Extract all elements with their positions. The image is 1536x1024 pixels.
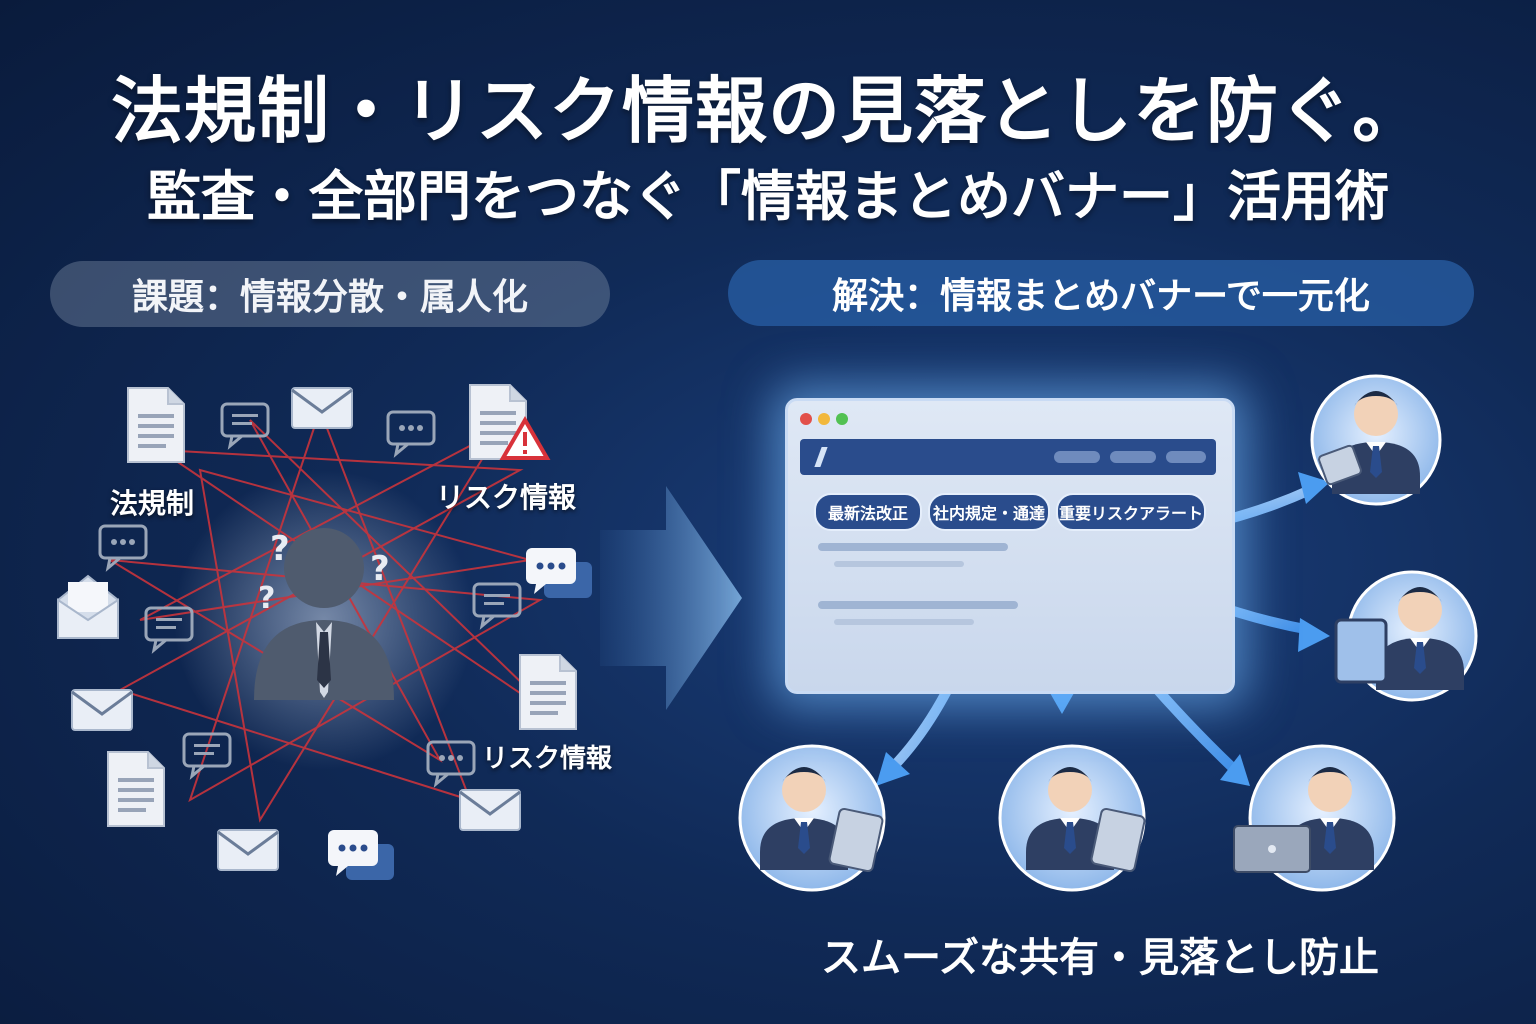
footer-caption: スムーズな共有・見落とし防止 xyxy=(821,935,1379,981)
minimize-dot-icon xyxy=(818,413,830,425)
info-label: リスク情報 xyxy=(436,481,577,514)
chat-bubble-icon xyxy=(386,410,436,456)
mail-icon xyxy=(290,386,354,430)
document-icon xyxy=(127,387,185,463)
banner-content-line xyxy=(818,601,1018,609)
info-banner-window: 最新法改正 社内規定・通達 重要リスクアラート xyxy=(785,398,1235,694)
mail-icon xyxy=(458,788,522,832)
chat-icon xyxy=(328,830,394,880)
banner-header-bar xyxy=(800,439,1216,475)
scattered-info-cluster: ? ? ? xyxy=(57,384,592,880)
menu-pill[interactable] xyxy=(1166,451,1206,463)
menu-pill[interactable] xyxy=(1110,451,1156,463)
document-icon xyxy=(519,654,577,730)
question-mark-icon: ? xyxy=(258,581,275,616)
user-avatar xyxy=(1334,570,1478,702)
question-mark-icon: ? xyxy=(270,529,290,569)
document-icon xyxy=(107,751,165,827)
info-label: 法規制 xyxy=(110,487,195,520)
main-title: 法規制・リスク情報の見落としを防ぐ。 xyxy=(110,69,1425,153)
transition-arrow xyxy=(600,486,742,710)
info-label: リスク情報 xyxy=(482,744,613,774)
close-dot-icon xyxy=(800,413,812,425)
solution-heading: 解決：情報まとめバナーで一元化 xyxy=(728,260,1474,326)
banner-content-line xyxy=(834,619,974,625)
mail-icon xyxy=(70,688,134,732)
banner-content-line xyxy=(834,561,964,567)
maximize-dot-icon xyxy=(836,413,848,425)
sub-title: 監査・全部門をつなぐ「情報まとめバナー」活用術 xyxy=(147,165,1389,228)
mail-icon xyxy=(216,828,280,872)
user-avatar xyxy=(998,744,1146,892)
menu-pill[interactable] xyxy=(1054,451,1100,463)
banner-tag-law-update[interactable]: 最新法改正 xyxy=(814,493,922,531)
open-mail-icon xyxy=(57,574,119,639)
banner-content-line xyxy=(818,543,1008,551)
warning-icon xyxy=(499,416,551,460)
question-mark-icon: ? xyxy=(370,549,390,589)
user-avatar xyxy=(1233,744,1396,892)
chat-bubble-icon xyxy=(182,732,232,778)
user-avatar xyxy=(738,744,886,892)
problem-heading: 課題：情報分散・属人化 xyxy=(50,261,610,327)
slash-logo-icon xyxy=(814,447,828,467)
user-avatar xyxy=(1310,374,1442,506)
chat-icon xyxy=(526,548,592,598)
chat-bubble-icon xyxy=(472,582,522,628)
banner-tag-risk-alert[interactable]: 重要リスクアラート xyxy=(1056,493,1206,531)
banner-tag-internal-rules[interactable]: 社内規定・通達 xyxy=(928,493,1050,531)
